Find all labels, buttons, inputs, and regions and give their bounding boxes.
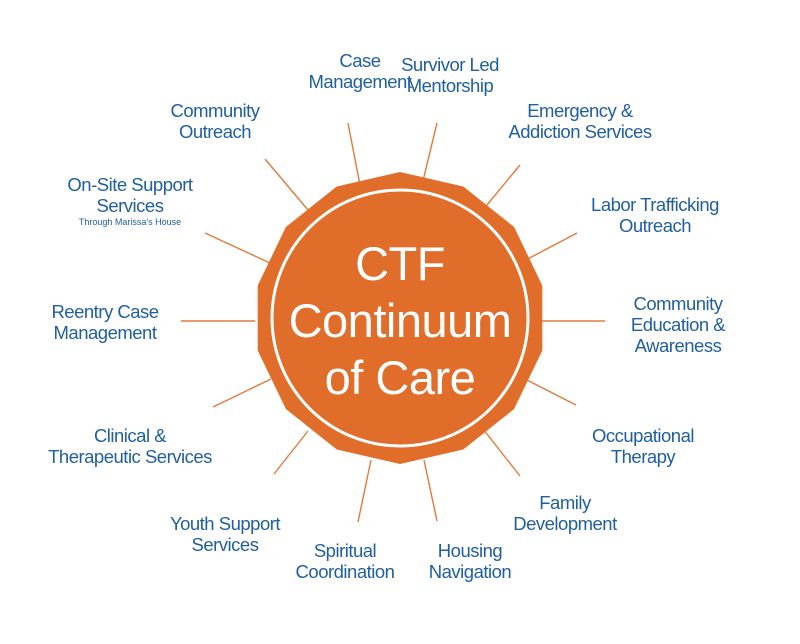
service-family-development: Family Development (513, 492, 617, 534)
spoke-11 (212, 378, 272, 408)
hub-title-line-1: CTF (355, 237, 445, 290)
service-survivor-led-mentorship: Survivor Led Mentorship (401, 54, 499, 96)
service-community-outreach: Community Outreach (170, 100, 260, 142)
spoke-1 (347, 122, 361, 186)
service-occupational-therapy: Occupational Therapy (592, 425, 694, 467)
hub-tetradecagon (257, 172, 543, 464)
service-youth-support: Youth Support Services (169, 513, 281, 555)
hub-title-line-2: Continuum (288, 294, 512, 347)
spoke-10 (273, 430, 309, 475)
spoke-2 (421, 122, 438, 186)
spoke-4 (521, 232, 578, 263)
spoke-14 (264, 158, 309, 211)
service-community-education: Community Education & Awareness (630, 293, 726, 356)
service-case-management: Case Management (308, 50, 412, 92)
spoke-8 (423, 459, 438, 522)
service-reentry-case-management: Reentry Case Management (51, 301, 159, 343)
service-labor-trafficking-outreach: Labor Trafficking Outreach (591, 194, 719, 236)
spoke-13 (204, 232, 271, 264)
service-on-site-support: On-Site Support Services Through Marissa… (45, 174, 215, 228)
service-on-site-support-note: Through Marissa's House (78, 217, 182, 227)
service-clinical-therapeutic: Clinical & Therapeutic Services (48, 425, 212, 467)
spoke-6 (522, 377, 577, 406)
hub-title-line-3: of Care (324, 351, 476, 404)
service-housing-navigation: Housing Navigation (428, 540, 512, 582)
service-spiritual-coordination: Spiritual Coordination (295, 540, 395, 582)
spoke-3 (481, 164, 521, 212)
hub-title: CTF Continuum of Care (240, 235, 560, 406)
spoke-7 (482, 428, 521, 477)
spokes (181, 122, 605, 523)
hub-inner-ring (270, 188, 530, 448)
spoke-9 (357, 459, 372, 523)
service-emergency-addiction: Emergency & Addiction Services (508, 100, 652, 142)
